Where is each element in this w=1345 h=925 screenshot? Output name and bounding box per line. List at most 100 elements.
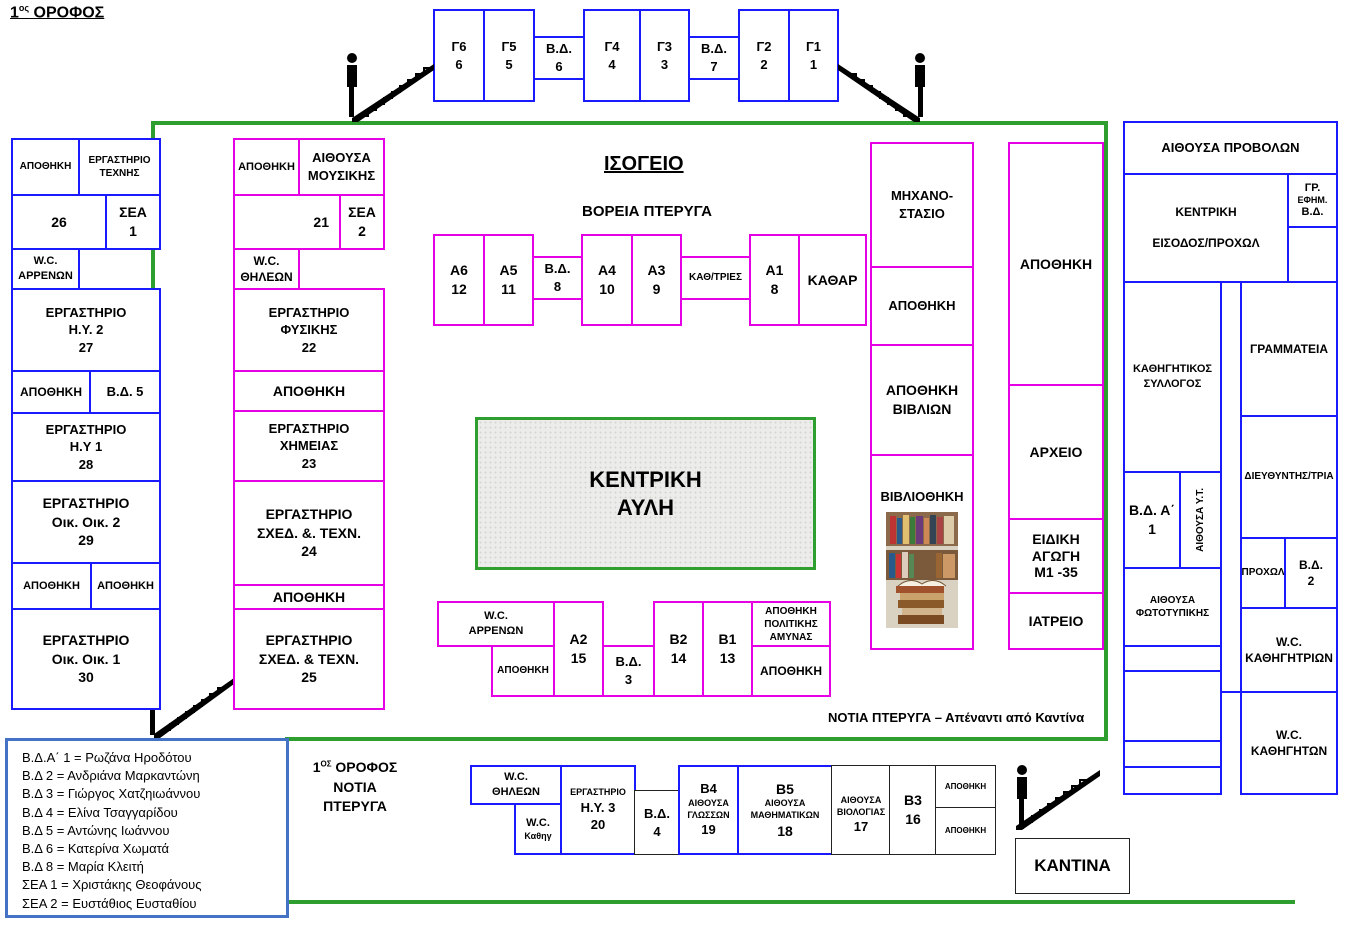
room-cleaners[interactable]: ΚΑΘ/ΤΡΙΕΣ [680,256,751,300]
room-secretariat[interactable]: ΓΡΑΜΜΑΤΕΙΑ [1240,281,1338,417]
room-projection[interactable]: ΑΙΘΟΥΣΑ ΠΡΟΒΟΛΩΝ [1123,121,1338,175]
legend-item: Β.Δ 4 = Ελίνα Τσαγγαρίδου [22,804,178,820]
room-wc-men-left[interactable]: W.C.ΑΡΡΕΝΩΝ [11,248,80,290]
canteen[interactable]: ΚΑΝΤΙΝΑ [1015,838,1130,894]
legend-item: Β.Δ 6 = Κατερίνα Χωματά [22,841,170,857]
room-kathar[interactable]: ΚΑΘΑΡ [798,234,867,326]
room-infirmary[interactable]: ΙΑΤΡΕΙΟ [1008,592,1104,650]
room-storage-south-2[interactable]: ΑΠΟΘΗΚΗ [751,645,831,697]
room-vd4[interactable]: Β.Δ.4 [634,790,680,855]
room-storage-top-left[interactable]: ΑΠΟΘΗΚΗ [11,138,80,196]
room-wc-women-bottom[interactable]: W.C.ΘΗΛΕΩΝ [470,765,562,805]
stairs-icon-canteen [1016,765,1100,830]
room-vd7[interactable]: Β.Δ.7 [688,36,740,80]
room-vd6[interactable]: Β.Δ.6 [533,36,585,80]
room-storage-south[interactable]: ΑΠΟΘΗΚΗ [491,645,555,697]
stair-well-line-2 [1123,740,1222,742]
stair-well-line-3 [1123,766,1222,768]
room-26[interactable]: 26 [11,194,107,250]
room-vda1[interactable]: Β.Δ. Α΄1 [1123,471,1181,569]
room-wc-women-left[interactable]: W.C.ΘΗΛΕΩΝ [233,248,300,290]
first-floor-title: 1ος ΟΡΟΦΟΣ [10,3,105,22]
room-storage-music[interactable]: ΑΠΟΘΗΚΗ [233,138,300,196]
room-director[interactable]: ΔΙΕΥΘΥΝΤΗΣ/ΤΡΙΑ [1240,415,1338,539]
room-library[interactable]: ΒΙΒΛΙΟΘΗΚΗ [870,454,974,650]
room-storage-third[interactable]: ΑΠΟΘΗΚΗ [233,584,385,610]
room-storage-second[interactable]: ΑΠΟΘΗΚΗ [233,370,385,412]
room-vd3[interactable]: Β.Δ.3 [602,645,655,697]
room-vd8[interactable]: Β.Δ.8 [532,256,583,300]
room-aithousa-yt[interactable]: ΑΙΘΟΥΣΑ Υ.Τ. [1179,471,1222,569]
room-engine[interactable]: ΜΗΧΑΝΟ-ΣΤΑΣΙΟ [870,142,974,268]
room-wc-teacher-bottom[interactable]: W.C.Καθηγ [514,803,562,855]
legend-item: Β.Δ 2 = Ανδριάνα Μαρκαντώνη [22,768,200,784]
stair-well-line-1 [1123,670,1222,672]
room-storage-vd5[interactable]: ΑΠΟΘΗΚΗ [11,370,91,414]
room-wc-female-teachers[interactable]: W.C.ΚΑΘΗΓΗΤΡΙΩΝ [1240,607,1338,693]
library-books-icon [886,511,958,628]
room-gr-efim[interactable]: ΓΡ.ΕΦΗΜ.Β.Δ. [1287,173,1338,228]
room-storage-b[interactable]: ΑΠΟΘΗΚΗ [90,562,161,610]
legend-item: ΣΕΑ 1 = Χριστάκης Θεοφάνους [22,877,202,893]
room-storage-bottom-2[interactable]: ΑΠΟΘΗΚΗ [935,807,996,855]
room-storage-bottom-1[interactable]: ΑΠΟΘΗΚΗ [935,765,996,809]
room-21[interactable]: 21 [233,194,341,250]
room-vd2[interactable]: Β.Δ.2 [1284,537,1338,609]
legend-item: Β.Δ.Α΄ 1 = Ρωζάνα Ηροδότου [22,750,192,765]
room-procol[interactable]: ΠΡΟΧΩΛ [1240,537,1286,609]
stairs-icon-top-right [838,53,925,122]
room-storage-a[interactable]: ΑΠΟΘΗΚΗ [11,562,92,610]
entrance-hatch-right [1287,226,1338,283]
room-storage-mid[interactable]: ΑΠΟΘΗΚΗ [870,266,974,346]
legend-box: Β.Δ.Α΄ 1 = Ρωζάνα Ηροδότου Β.Δ 2 = Ανδρι… [5,738,289,918]
room-wc-men-south[interactable]: W.C.ΑΡΡΕΝΩΝ [437,601,555,647]
room-vd5[interactable]: Β.Δ. 5 [89,370,161,414]
room-storage-tall[interactable]: ΑΠΟΘΗΚΗ [1008,142,1104,386]
room-archive[interactable]: ΑΡΧΕΙΟ [1008,384,1104,520]
room-wc-male-teachers[interactable]: W.C.ΚΑΘΗΓΗΤΩΝ [1240,691,1338,795]
legend-item: ΣΕΑ 2 = Ευστάθιος Ευσταθίου [22,895,197,911]
north-wing-label: ΒΟΡΕΙΑ ΠΤΕΡΥΓΑ [582,203,712,220]
ground-floor-title: ΙΣΟΓΕΙΟ [604,153,684,175]
ground-floor-wall-top [151,121,1108,125]
ground-floor-wall-footer [285,900,1295,904]
